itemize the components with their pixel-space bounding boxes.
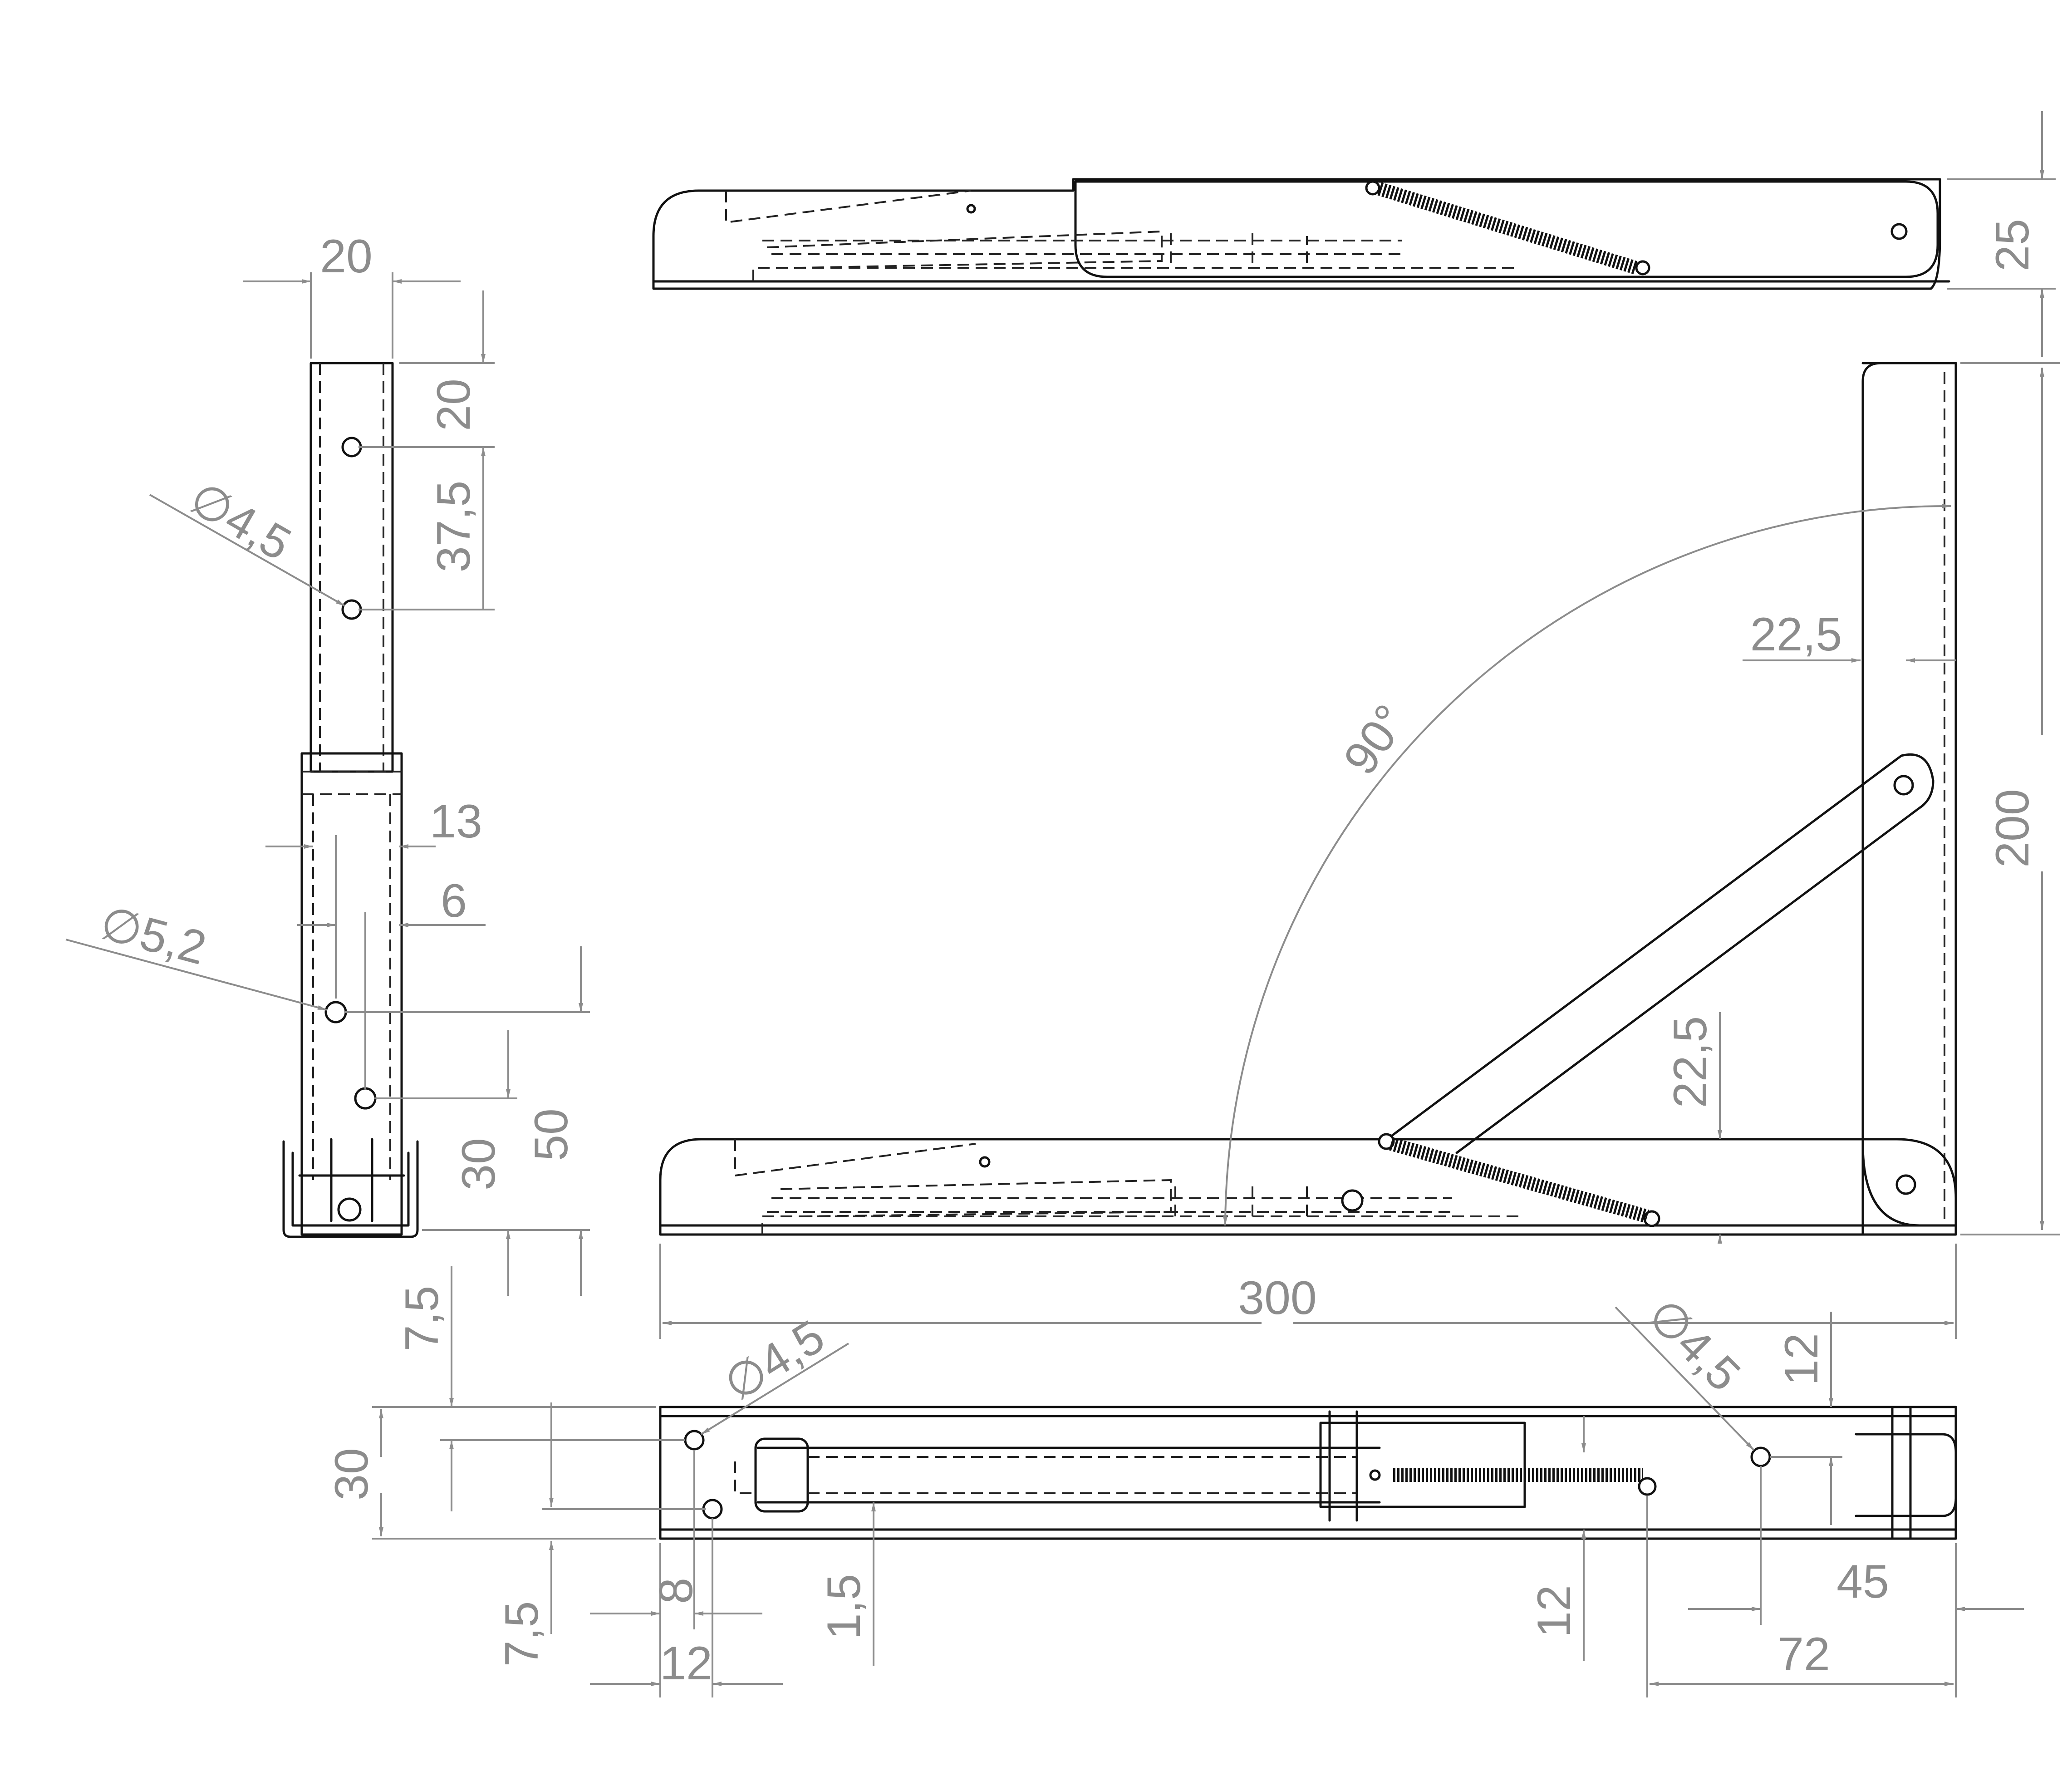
- dim-50-label: 50: [525, 1108, 578, 1161]
- dim-bottom-width-30: 30: [325, 1406, 656, 1540]
- top-view: [652, 178, 1950, 290]
- dim-20-label: 20: [320, 230, 373, 283]
- leader-side-hole-dia-top: ∅4,5: [149, 472, 345, 607]
- dim-22-5-low-label: 22,5: [1664, 1016, 1717, 1108]
- dim-bottom-72: 72: [1646, 1496, 1954, 1697]
- dim-13-label: 13: [430, 795, 482, 848]
- svg-text:∅4,5: ∅4,5: [1638, 1289, 1750, 1401]
- dim-bottom-12: 12: [590, 1518, 783, 1697]
- dim-top-view-height: 25: [1947, 111, 2056, 357]
- dim-12-center-label: 12: [1528, 1585, 1581, 1638]
- dim-7-5-top-label: 7,5: [396, 1286, 448, 1352]
- bottom-view: [659, 1406, 1957, 1540]
- dim-front-low-22-5: 22,5: [1664, 1012, 1722, 1244]
- side-view: [282, 362, 419, 1238]
- dim-12-right-label: 12: [1775, 1333, 1828, 1386]
- dim-side-width: 20: [243, 230, 461, 359]
- dim-bottom-12-center: 12: [1528, 1416, 1586, 1661]
- dim-22-5-inset-label: 22,5: [1750, 608, 1842, 661]
- front-view: [659, 362, 1957, 1236]
- dim-bottom-offset-7-5-top: 7,5: [396, 1266, 685, 1511]
- dim-37-5-label: 37,5: [427, 481, 480, 572]
- dim-300-label: 300: [1238, 1272, 1317, 1324]
- dim-side-inset-13: 13: [265, 795, 482, 999]
- dim-side-inset-6: 6: [297, 875, 486, 1089]
- dim-bottom-1-5: 1,5: [818, 1502, 876, 1666]
- dim-45-label: 45: [1836, 1555, 1889, 1608]
- dim-front-length-300: 300: [659, 1244, 1957, 1339]
- dim-side-height-50: 50: [345, 946, 590, 1296]
- dim-dia-5-2-label: 5,2: [135, 907, 212, 975]
- dim-1-5-label: 1,5: [818, 1574, 870, 1640]
- dim-bottom-45: 45: [1688, 1466, 2024, 1697]
- dim-200-label: 200: [1986, 789, 2039, 868]
- dim-side-height-30: 30: [374, 1030, 590, 1296]
- dim-12-left-label: 12: [660, 1637, 712, 1690]
- dim-25-label: 25: [1986, 219, 2039, 271]
- dim-90-deg-label: 90°: [1334, 695, 1418, 784]
- dim-6-label: 6: [441, 875, 467, 927]
- dim-side-hole-spacing: 37,5: [358, 467, 495, 610]
- leader-side-hole-dia-lower: ∅5,2: [65, 896, 327, 1011]
- dim-72-label: 72: [1777, 1628, 1830, 1681]
- dim-7-5-left-label: 7,5: [496, 1601, 548, 1667]
- dim-20-side-label: 20: [427, 379, 480, 431]
- svg-text:∅4,5: ∅4,5: [715, 1310, 834, 1412]
- dim-8-label: 8: [650, 1578, 702, 1604]
- dim-bottom-offset-7-5-left: 7,5: [496, 1402, 706, 1667]
- dim-30-side-label: 30: [452, 1138, 505, 1191]
- leader-bottom-hole-dia-right: ∅4,5: [1615, 1289, 1755, 1451]
- dim-front-height-200: 200: [1960, 362, 2060, 1235]
- dim-front-inset-22-5: 22,5: [1743, 608, 1956, 663]
- svg-text:∅4,5: ∅4,5: [181, 472, 300, 571]
- dim-bottom-8: 8: [590, 1450, 762, 1697]
- dim-30-bottom-label: 30: [325, 1448, 378, 1500]
- dim-bottom-offset-12-right: 12: [1770, 1312, 1842, 1525]
